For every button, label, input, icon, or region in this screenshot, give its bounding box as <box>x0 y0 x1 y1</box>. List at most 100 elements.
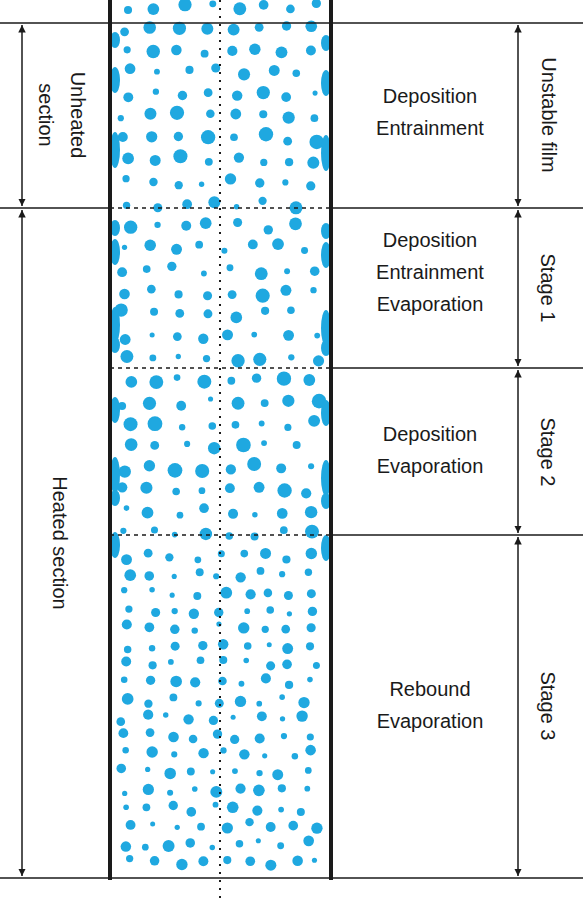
droplet <box>285 158 293 166</box>
droplet <box>252 806 262 816</box>
droplet <box>150 155 161 166</box>
droplet <box>280 716 285 721</box>
droplet <box>285 681 293 689</box>
droplet <box>269 65 280 76</box>
droplet <box>243 658 249 664</box>
droplet <box>124 6 132 14</box>
droplet <box>204 88 213 97</box>
droplet <box>175 825 180 830</box>
droplet <box>126 376 138 388</box>
droplet <box>260 548 271 559</box>
stage-boundaries <box>110 208 331 535</box>
droplet <box>257 711 267 721</box>
droplet <box>201 50 209 58</box>
droplet <box>177 512 184 519</box>
droplet <box>307 733 314 740</box>
droplet <box>307 589 316 598</box>
droplet <box>262 626 269 633</box>
droplet <box>301 488 311 498</box>
droplet <box>153 89 159 95</box>
droplet <box>313 662 320 669</box>
droplet <box>150 856 160 866</box>
droplet <box>123 92 133 102</box>
droplet <box>122 153 134 165</box>
droplet <box>227 264 234 271</box>
droplet <box>255 178 264 187</box>
droplet <box>287 611 292 616</box>
droplet <box>247 457 261 471</box>
droplet <box>171 642 180 651</box>
droplet <box>118 115 124 121</box>
droplet <box>170 106 184 120</box>
droplet <box>258 197 266 205</box>
droplet <box>306 548 317 559</box>
droplet <box>124 221 137 234</box>
droplet <box>149 178 157 186</box>
droplet <box>125 63 136 74</box>
droplet <box>126 820 136 830</box>
droplet <box>201 23 213 35</box>
droplet <box>170 593 175 598</box>
droplet <box>203 291 212 300</box>
droplet <box>297 808 305 816</box>
droplet <box>198 856 208 866</box>
droplet <box>310 266 320 276</box>
droplet <box>201 130 215 144</box>
droplet <box>144 239 156 251</box>
droplet <box>281 733 287 739</box>
droplet <box>255 23 264 32</box>
droplet <box>249 43 260 54</box>
droplet <box>289 217 302 230</box>
droplet <box>307 623 316 632</box>
droplet <box>246 589 256 599</box>
droplet <box>173 149 187 163</box>
droplet <box>185 66 193 74</box>
droplet <box>197 375 211 389</box>
droplet <box>170 676 182 688</box>
droplet <box>257 567 265 575</box>
droplet <box>154 222 160 228</box>
droplet <box>120 350 133 363</box>
droplet <box>253 785 265 797</box>
droplet <box>232 90 242 100</box>
droplet <box>313 91 318 96</box>
droplet <box>292 753 299 760</box>
droplet <box>307 677 313 683</box>
droplet <box>227 377 235 385</box>
droplet <box>234 152 244 162</box>
droplet <box>178 91 187 100</box>
stage-label: Stage 3 <box>532 546 564 866</box>
droplet <box>181 221 191 231</box>
droplet <box>171 751 177 757</box>
droplet <box>256 770 262 776</box>
droplet <box>266 661 275 670</box>
droplets <box>115 0 327 871</box>
droplet <box>254 482 265 493</box>
droplet <box>259 110 267 118</box>
droplet <box>225 483 235 493</box>
droplet <box>253 353 266 366</box>
droplet <box>261 440 267 446</box>
droplet <box>248 240 258 250</box>
droplet <box>120 528 126 534</box>
droplet <box>262 753 267 758</box>
droplet <box>205 158 213 166</box>
droplet <box>227 801 239 813</box>
droplet <box>283 330 294 341</box>
droplet <box>121 677 128 684</box>
droplet <box>236 438 251 453</box>
droplet <box>230 312 242 324</box>
droplet <box>198 641 207 650</box>
droplet <box>144 108 156 120</box>
droplet <box>211 64 220 73</box>
droplet <box>278 784 286 792</box>
droplet <box>146 131 157 142</box>
droplet <box>197 823 205 831</box>
droplet <box>201 271 207 277</box>
droplet <box>168 732 179 743</box>
droplet <box>194 556 201 563</box>
droplet <box>305 767 312 774</box>
droplet <box>144 549 153 558</box>
droplet <box>305 525 319 539</box>
droplet <box>208 196 220 208</box>
